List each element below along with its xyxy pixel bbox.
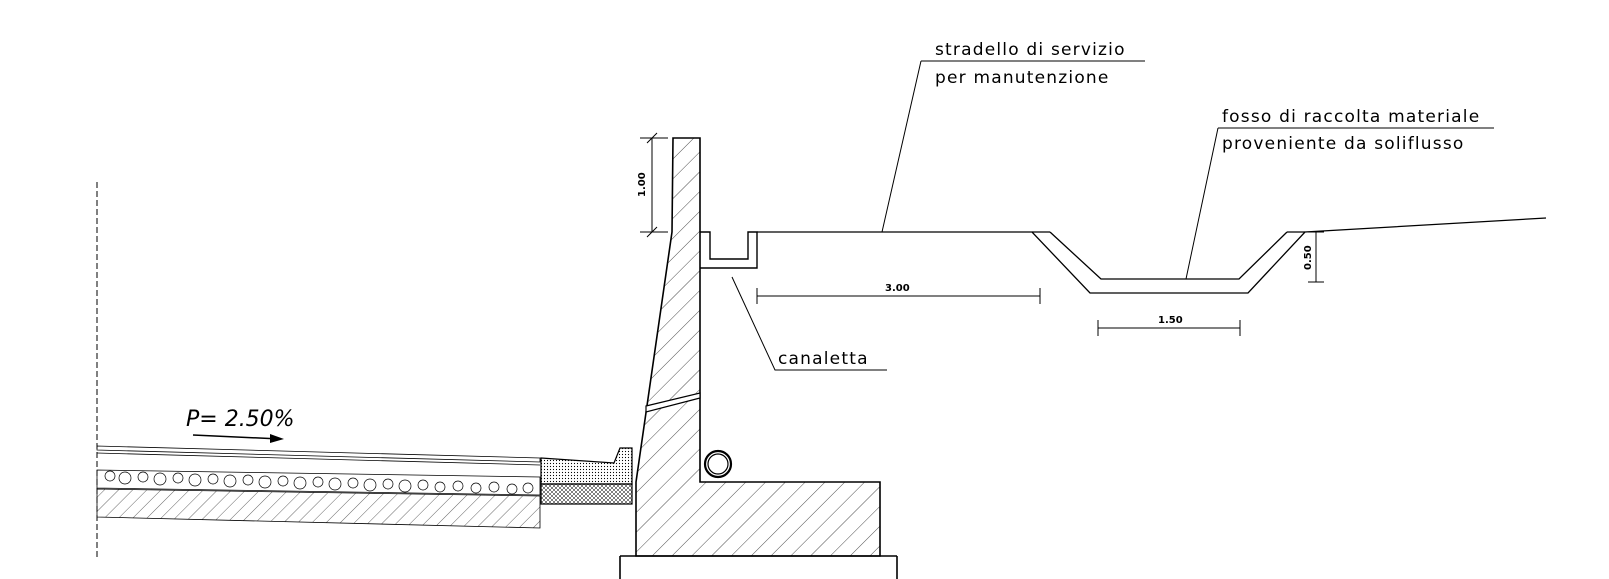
gravel-layer [104, 470, 534, 495]
ditch-leader [1185, 127, 1494, 280]
dimension-wall-top: 1.00 [637, 132, 668, 238]
dimension-ditch-width: 1.50 [1097, 315, 1241, 336]
retaining-wall [619, 137, 898, 579]
gutter-channel [700, 231, 758, 269]
ditch-label-1: fosso di raccolta materiale [1222, 107, 1480, 127]
pavement-layers [96, 445, 541, 529]
dimension-ditch-depth-value: 0.50 [1303, 245, 1314, 270]
dimension-road-width: 3.00 [756, 283, 1041, 304]
dimension-ditch-width-value: 1.50 [1158, 315, 1183, 326]
ground-profile [757, 217, 1547, 294]
dimension-road-width-value: 3.00 [885, 283, 910, 294]
service-road-leader [881, 60, 1145, 233]
slope-arrow [192, 434, 284, 443]
ditch-inner [1049, 231, 1288, 280]
slope-label: P= 2.50% [186, 407, 295, 432]
service-road-label-1: stradello di servizio [935, 40, 1126, 60]
service-road-label-2: per manutenzione [935, 68, 1110, 88]
dimension-wall-top-value: 1.00 [637, 172, 648, 197]
dimension-ditch-depth: 0.50 [1303, 231, 1324, 283]
gutter-label: canaletta [778, 349, 869, 369]
subbase-layer [96, 488, 541, 529]
drain-pipe [703, 449, 733, 479]
curb [540, 447, 633, 505]
gutter-leader [731, 276, 887, 371]
ditch-label-2: proveniente da soliflusso [1222, 134, 1465, 154]
